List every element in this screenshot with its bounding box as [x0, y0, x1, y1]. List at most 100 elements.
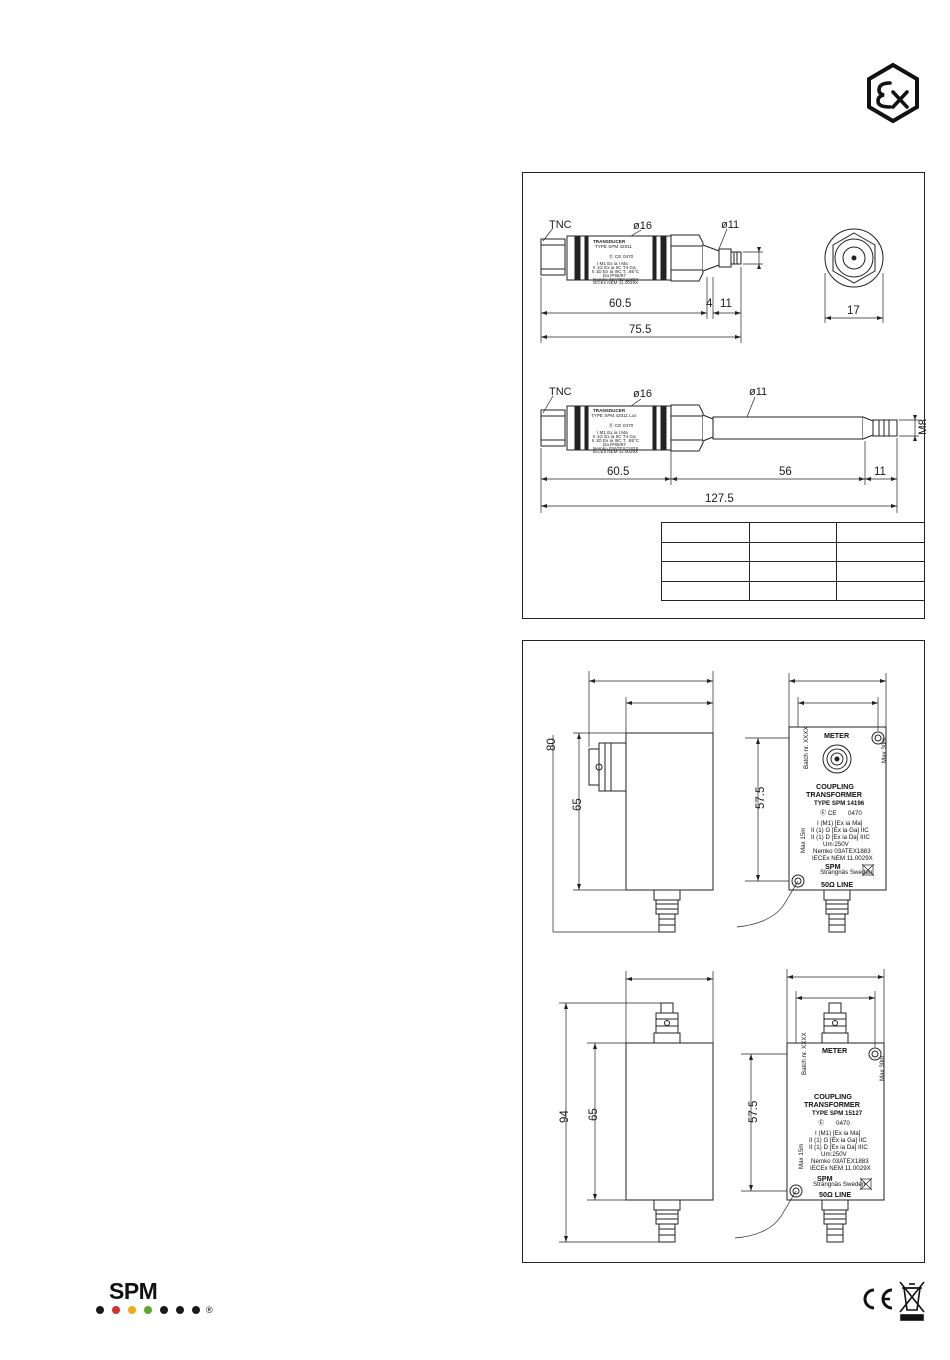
svg-text:I (M1) [Ex ia Ma]: I (M1) [Ex ia Ma]: [815, 1130, 861, 1137]
svg-text:Max 15m: Max 15m: [798, 1144, 805, 1169]
svg-text:Batch nr. XXXX: Batch nr. XXXX: [801, 1032, 808, 1075]
svg-text:I (M1) [Ex ia Ma]: I (M1) [Ex ia Ma]: [817, 820, 863, 827]
svg-text:TYPE SPM 42011: TYPE SPM 42011: [595, 244, 632, 249]
svg-text:Nemko 03ATEX1183X: Nemko 03ATEX1183X: [593, 277, 639, 282]
svg-text:COUPLING: COUPLING: [816, 782, 854, 791]
svg-text:Max 30m: Max 30m: [881, 738, 888, 763]
svg-text:Ⓔ CE: Ⓔ CE: [820, 809, 837, 817]
hole-spacing-dim: 57.5: [755, 787, 767, 809]
svg-text:Nemko 03ATEX1183X: Nemko 03ATEX1183X: [593, 446, 639, 451]
svg-text:IECEx NEM 11.0029X: IECEx NEM 11.0029X: [593, 280, 638, 285]
body-diameter-label: ø16: [633, 220, 652, 232]
svg-text:SPM: SPM: [825, 862, 841, 871]
transformer-label: METER COUPLING TRANSFORMER TYPE SPM 1419…: [800, 726, 888, 889]
svg-text:Da IP65/67: Da IP65/67: [603, 442, 626, 447]
svg-text:TRANSDUCER: TRANSDUCER: [593, 408, 626, 413]
svg-text:I M1 Ex ia I Ma: I M1 Ex ia I Ma: [597, 430, 628, 435]
svg-text:II (1) D [Ex ia Da] IIIC: II (1) D [Ex ia Da] IIIC: [809, 1144, 868, 1151]
svg-text:II (1) G [Ex ia Ga] IIC: II (1) G [Ex ia Ga] IIC: [809, 1137, 867, 1144]
svg-text:I M1 Ex ia I Ma: I M1 Ex ia I Ma: [597, 261, 628, 266]
total-length-dim-long: 127.5: [705, 493, 734, 505]
svg-text:II (1) G [Ex ia Ga] IIC: II (1) G [Ex ia Ga] IIC: [811, 827, 869, 834]
svg-text:IECEx NEM 11.0029X: IECEx NEM 11.0029X: [812, 855, 873, 862]
transducer-label-text: TRANSDUCER TYPE SPM 42011 0470 I M1 Ex i…: [592, 239, 640, 285]
tip-diameter-label-long: ø11: [749, 386, 767, 398]
table-row: [661, 561, 924, 581]
height-total-dim-2: 94: [559, 1110, 571, 1123]
weee-bin-icon-2: [860, 1178, 872, 1190]
svg-text:Strängnäs Sweden: Strängnäs Sweden: [813, 1181, 866, 1188]
transducer-drawings: TNC ø16 ø11 60.5 4 11 75.5 17 TRANSDUCER…: [540, 219, 926, 513]
hex-width-dim: 17: [847, 305, 860, 317]
svg-text:Um:250V: Um:250V: [821, 1151, 848, 1158]
svg-text:0470: 0470: [848, 810, 862, 817]
svg-text:IECEx NEM 11.0029X: IECEx NEM 11.0029X: [810, 1165, 871, 1172]
flange-length-dim: 4: [706, 298, 713, 310]
tnc-label-long: TNC: [549, 386, 572, 398]
spm-logo-text: SPM: [109, 1278, 158, 1304]
certification-marks: [863, 1281, 925, 1321]
ce-mark-icon: [863, 1288, 893, 1310]
height-total-dim: 80: [546, 738, 558, 751]
tnc-label: TNC: [549, 219, 572, 231]
svg-text:II 1D Ex ia IIIC T...85°C: II 1D Ex ia IIIC T...85°C: [592, 269, 640, 274]
spm-logo-dots: ®: [96, 1305, 213, 1315]
weee-bin-icon: [862, 864, 874, 876]
svg-text:Um:250V: Um:250V: [823, 841, 850, 848]
table-row: [661, 541, 924, 562]
body-diameter-label-long: ø16: [633, 388, 652, 400]
shaft-length-dim: 56: [779, 466, 792, 478]
svg-text:Ⓔ CE: Ⓔ CE: [609, 253, 621, 260]
total-length-dim: 75.5: [629, 324, 651, 336]
ex-atex-hexagon-icon: [867, 62, 919, 124]
transformer-label-2: METER COUPLING TRANSFORMER TYPE SPM 1512…: [798, 1032, 886, 1199]
tip-length-dim: 11: [720, 298, 732, 310]
svg-text:0470: 0470: [836, 1120, 850, 1127]
hole-spacing-dim-2: 57.5: [748, 1101, 760, 1123]
svg-text:Max 15m: Max 15m: [800, 828, 807, 853]
svg-text:TRANSFORMER: TRANSFORMER: [804, 1100, 861, 1109]
svg-text:II 1D Ex ia IIIC T...85°C: II 1D Ex ia IIIC T...85°C: [592, 438, 640, 443]
tip-length-dim-long: 11: [874, 466, 886, 478]
svg-text:II 1G Ex ia IIC T4 Ga: II 1G Ex ia IIC T4 Ga: [593, 434, 636, 439]
svg-text:Nemko 03ATEX1883: Nemko 03ATEX1883: [811, 1158, 869, 1165]
svg-text:TYPE SPM 42011 Lxx: TYPE SPM 42011 Lxx: [591, 413, 637, 418]
svg-text:COUPLING: COUPLING: [814, 1092, 852, 1101]
registered-mark: ®: [206, 1305, 213, 1315]
svg-text:50Ω LINE: 50Ω LINE: [819, 1190, 851, 1199]
svg-text:Max 30m: Max 30m: [879, 1056, 886, 1081]
svg-text:II (1) D [Ex ia Da] IIIC: II (1) D [Ex ia Da] IIIC: [811, 834, 870, 841]
svg-text:METER: METER: [824, 731, 850, 740]
svg-text:0470: 0470: [623, 423, 634, 428]
spm-logo: SPM ®: [96, 1278, 236, 1318]
svg-text:SPM: SPM: [817, 1174, 833, 1183]
table-row: [661, 522, 924, 542]
body-length-dim: 60.5: [609, 298, 631, 310]
svg-text:TRANSFORMER: TRANSFORMER: [806, 790, 863, 799]
table-row: [661, 580, 924, 601]
svg-text:Ⓔ CE: Ⓔ CE: [609, 422, 621, 429]
weee-crossed-bin-icon: [899, 1281, 925, 1321]
svg-text:50Ω LINE: 50Ω LINE: [821, 880, 853, 889]
body-length-dim-long: 60.5: [607, 466, 629, 478]
tip-diameter-label: ø11: [721, 219, 739, 231]
svg-text:TYPE SPM 14196: TYPE SPM 14196: [814, 800, 865, 807]
svg-text:II 1G Ex ia IIC T4 Ga: II 1G Ex ia IIC T4 Ga: [593, 265, 636, 270]
svg-text:IECEx NEM 11.0029X: IECEx NEM 11.0029X: [593, 449, 638, 454]
svg-text:0470: 0470: [623, 254, 634, 259]
transformer-drawing-panel: 80 65 57.5 METER COUPLING TRANSFORMER TY…: [522, 640, 925, 1263]
transducer-drawing-panel: TNC ø16 ø11 60.5 4 11 75.5 17 TRANSDUCER…: [522, 172, 926, 619]
transducer-long-label-text: TRANSDUCER TYPE SPM 42011 Lxx 0470 I M1 …: [591, 408, 640, 454]
spec-table: [661, 522, 924, 601]
height-body-dim-2: 65: [588, 1108, 600, 1121]
transformer-drawings: 80 65 57.5 METER COUPLING TRANSFORMER TY…: [546, 671, 888, 1243]
svg-text:Da IP65/67: Da IP65/67: [603, 273, 626, 278]
thread-dim: M8: [918, 419, 926, 435]
svg-text:TYPE SPM 15127: TYPE SPM 15127: [812, 1110, 863, 1117]
svg-text:Nemko 03ATEX1883: Nemko 03ATEX1883: [813, 848, 871, 855]
svg-text:METER: METER: [822, 1046, 848, 1055]
svg-text:TRANSDUCER: TRANSDUCER: [593, 239, 626, 244]
svg-text:Ⓔ: Ⓔ: [818, 1119, 824, 1127]
height-body-dim: 65: [572, 798, 584, 811]
svg-text:Strängnäs Sweden: Strängnäs Sweden: [820, 869, 873, 876]
